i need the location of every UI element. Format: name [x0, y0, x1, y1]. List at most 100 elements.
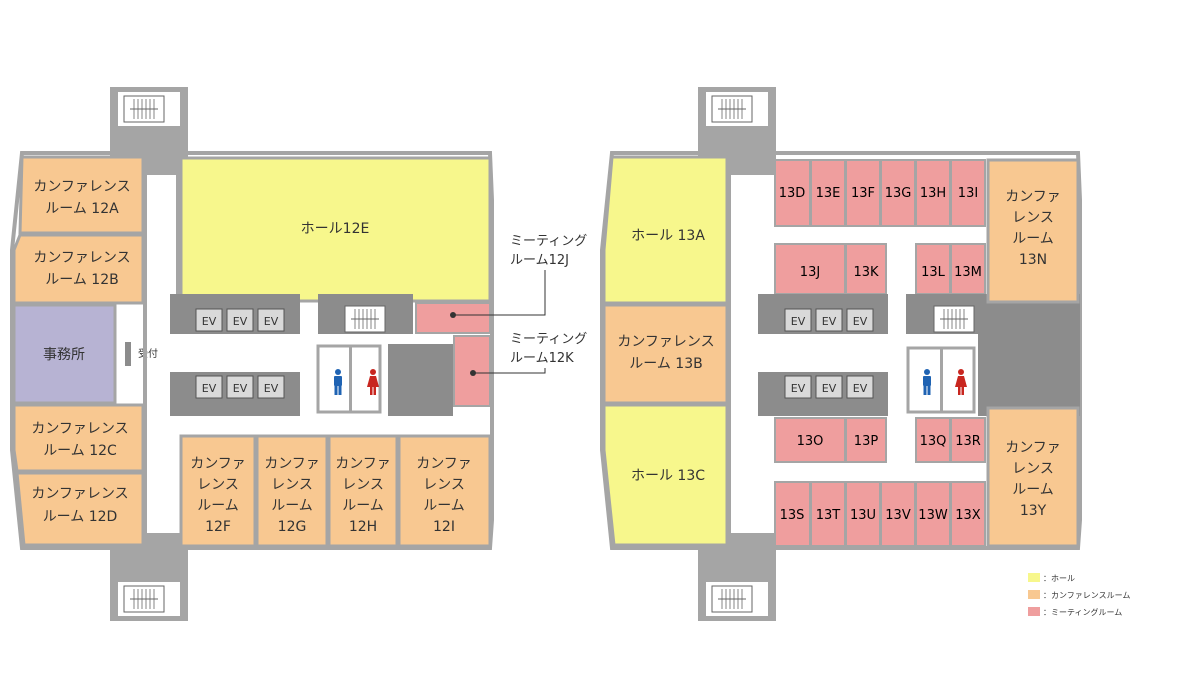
meeting-room-13u[interactable]: 13U — [845, 481, 881, 547]
svg-text:ルーム 13B: ルーム 13B — [629, 356, 702, 372]
elevator-12-3: EV — [257, 308, 285, 332]
conference-room-12h[interactable]: カンファ レンス ルーム 12H — [327, 434, 399, 548]
svg-text:レンス: レンス — [1012, 461, 1054, 477]
meeting-room-13p[interactable]: 13P — [845, 417, 887, 463]
stairs-icon — [123, 585, 165, 613]
svg-text:13G: 13G — [885, 186, 912, 201]
hall-13c[interactable]: ホール 13C — [602, 403, 729, 547]
meeting-room-13s[interactable]: 13S — [774, 481, 811, 547]
svg-text:：カンファレンスルーム: ：カンファレンスルーム — [1043, 591, 1130, 600]
elevator-13-1: EV — [784, 308, 812, 332]
room-label: ルーム 12A — [45, 201, 119, 217]
svg-text:13E: 13E — [816, 186, 841, 201]
svg-text:カンファ: カンファ — [416, 456, 472, 472]
elevator-13-6: EV — [846, 375, 874, 399]
hall-13a[interactable]: ホール 13A — [602, 155, 729, 305]
svg-text:13Y: 13Y — [1020, 503, 1047, 519]
svg-text:13T: 13T — [816, 508, 841, 523]
svg-text:ルーム: ルーム — [271, 498, 313, 514]
svg-text:13S: 13S — [780, 508, 805, 523]
svg-text:13W: 13W — [918, 508, 948, 523]
office-room[interactable]: 事務所 — [12, 303, 117, 405]
elevator-13-4: EV — [784, 375, 812, 399]
svg-text:13D: 13D — [779, 186, 806, 201]
svg-text:レンス: レンス — [423, 477, 465, 493]
svg-text:EV: EV — [233, 315, 248, 328]
svg-text:：ミーティングルーム: ：ミーティングルーム — [1043, 607, 1122, 617]
conference-room-12g[interactable]: カンファ レンス ルーム 12G — [255, 434, 329, 548]
conference-room-12d[interactable]: カンファレンス ルーム 12D — [15, 471, 145, 547]
elevator-12-6: EV — [257, 375, 285, 399]
elevator-12-4: EV — [195, 375, 223, 399]
elevator-13-5: EV — [815, 375, 843, 399]
svg-text:ルーム: ルーム — [1012, 231, 1054, 247]
meeting-room-13d[interactable]: 13D — [774, 159, 811, 227]
svg-text:13R: 13R — [955, 434, 981, 449]
svg-text:EV: EV — [202, 382, 217, 395]
svg-text:EV: EV — [233, 382, 248, 395]
conference-room-13b[interactable]: カンファレンス ルーム 13B — [602, 303, 729, 405]
meeting-room-13q[interactable]: 13Q — [915, 417, 951, 463]
svg-text:レンス: レンス — [271, 477, 313, 493]
callout-meeting-12k: ミーティング ルーム12K — [470, 332, 587, 376]
conference-room-12f[interactable]: カンファ レンス ルーム 12F — [179, 434, 257, 548]
svg-text:ルーム: ルーム — [423, 498, 465, 514]
meeting-room-13t[interactable]: 13T — [810, 481, 846, 547]
meeting-room-13v[interactable]: 13V — [880, 481, 916, 547]
elevator-12-5: EV — [226, 375, 254, 399]
meeting-room-13h[interactable]: 13H — [915, 159, 951, 227]
svg-text:カンファレンス: カンファレンス — [617, 334, 714, 350]
meeting-room-13m[interactable]: 13M — [950, 243, 986, 295]
conference-room-13n[interactable]: カンファ レンス ルーム 13N — [986, 158, 1080, 304]
conference-room-13y[interactable]: カンファ レンス ルーム 13Y — [986, 406, 1080, 548]
svg-text:13L: 13L — [921, 265, 946, 280]
elevator-12-1: EV — [195, 308, 223, 332]
reception-label: 受付 — [138, 347, 158, 360]
meeting-room-13w[interactable]: 13W — [915, 481, 951, 547]
svg-text:レンス: レンス — [1012, 210, 1054, 226]
hall-12e[interactable]: ホール12E — [179, 156, 492, 303]
svg-text:カンファ: カンファ — [190, 456, 246, 472]
svg-text:カンファ: カンファ — [1005, 189, 1061, 205]
meeting-room-13e[interactable]: 13E — [810, 159, 846, 227]
meeting-room-13j[interactable]: 13J — [774, 243, 846, 295]
svg-text:EV: EV — [264, 315, 279, 328]
conference-room-12c[interactable]: カンファレンス ルーム 12C — [12, 403, 145, 473]
meeting-room-13f[interactable]: 13F — [845, 159, 881, 227]
legend: ：ホール ：カンファレンスルーム ：ミーティングルーム — [1028, 573, 1130, 617]
svg-text:EV: EV — [791, 315, 806, 328]
svg-text:ルーム: ルーム — [342, 498, 384, 514]
svg-text:ミーティング: ミーティング — [510, 234, 587, 249]
svg-text:カンファ: カンファ — [335, 456, 391, 472]
meeting-room-13g[interactable]: 13G — [880, 159, 916, 227]
room-label: 事務所 — [43, 347, 85, 363]
room-label: カンファレンス — [33, 250, 130, 266]
svg-text:13X: 13X — [955, 508, 981, 523]
room-label: ルーム 12C — [43, 443, 117, 459]
floor-12: カンファレンス ルーム 12A カンファレンス ルーム 12B 事務所 受付 カ… — [10, 87, 587, 621]
conference-room-12a[interactable]: カンファレンス ルーム 12A — [18, 155, 145, 235]
meeting-room-13x[interactable]: 13X — [950, 481, 986, 547]
callout-meeting-12j: ミーティング ルーム12J — [450, 234, 587, 318]
meeting-room-13r[interactable]: 13R — [950, 417, 986, 463]
meeting-room-13l[interactable]: 13L — [915, 243, 951, 295]
core-13: EV EV EV EV EV EV — [758, 294, 1080, 416]
svg-text:12G: 12G — [278, 519, 307, 535]
meeting-room-13k[interactable]: 13K — [845, 243, 887, 295]
room-label: ルーム 12D — [43, 509, 118, 525]
svg-text:ルーム: ルーム — [197, 498, 239, 514]
svg-text:12F: 12F — [205, 519, 231, 535]
conference-room-12i[interactable]: カンファ レンス ルーム 12I — [397, 434, 492, 548]
svg-text:ホール 13C: ホール 13C — [631, 468, 705, 484]
svg-text:EV: EV — [822, 382, 837, 395]
stairs-icon — [933, 305, 975, 333]
room-label: カンファレンス — [31, 421, 128, 437]
svg-text:EV: EV — [822, 315, 837, 328]
meeting-room-13i[interactable]: 13I — [950, 159, 986, 227]
svg-text:EV: EV — [853, 382, 868, 395]
conference-room-12b[interactable]: カンファレンス ルーム 12B — [12, 233, 145, 305]
svg-text:13F: 13F — [851, 186, 875, 201]
room-label: ホール12E — [301, 221, 370, 237]
svg-text:ルーム12K: ルーム12K — [510, 351, 574, 366]
meeting-room-13o[interactable]: 13O — [774, 417, 846, 463]
